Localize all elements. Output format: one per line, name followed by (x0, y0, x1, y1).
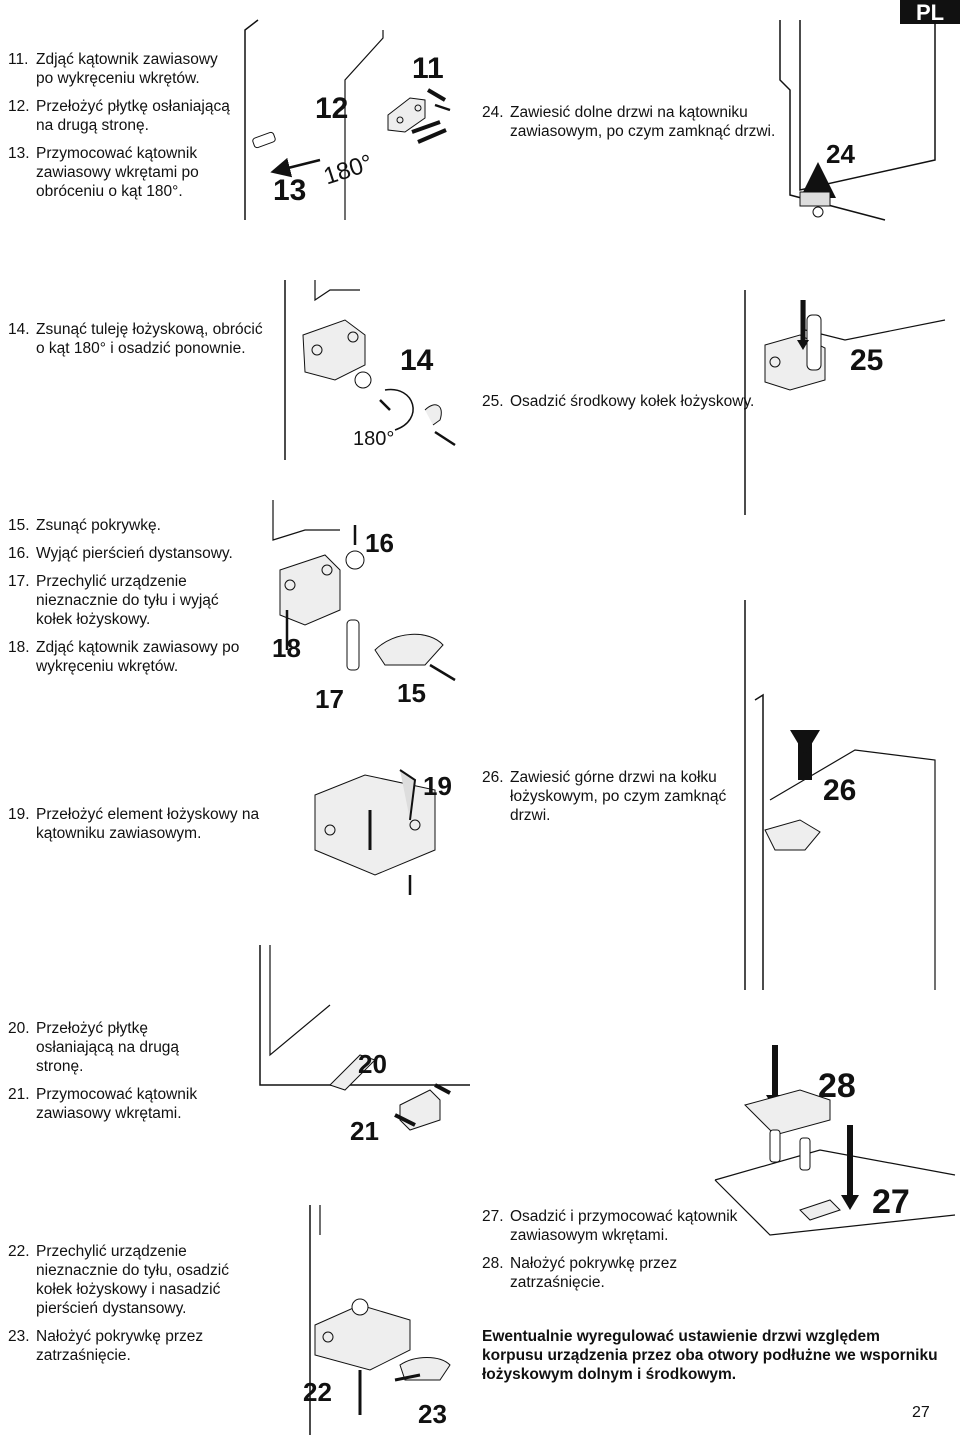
label-22: 22 (303, 1377, 332, 1407)
step-item: 25. Osadzić środkowy kołek łożyskowy. (482, 392, 772, 411)
step-item: 14. Zsunąć tuleję łożyskową, obrócić o ką… (8, 320, 268, 358)
steps-14: 14. Zsunąć tuleję łożyskową, obrócić o ką… (8, 320, 268, 367)
figure-steps-27-28: 28 27 (714, 1045, 956, 1236)
step-text: Zdjąć kątownik zawiasowy po wykręceniu w… (36, 51, 218, 87)
steps-25: 25. Osadzić środkowy kołek łożyskowy. (482, 392, 772, 420)
label-18: 18 (272, 633, 301, 663)
step-item: 27. Osadzić i przymocować kątownik zawias… (482, 1207, 744, 1245)
figure-steps-20-21: 20 21 (259, 945, 470, 1146)
step-item: 15. Zsunąć pokrywkę. (8, 516, 258, 535)
figure-steps-11-13: 11 12 13 180° (244, 19, 451, 220)
step-number: 25. (482, 393, 504, 410)
step-text: Osadzić i przymocować kątownik zawiasowy… (510, 1208, 738, 1244)
step-text: Przymocować kątownik zawiasowy wkrętami … (36, 145, 199, 200)
figure-step-26: 26 (744, 600, 936, 990)
label-angle: 180° (320, 149, 376, 190)
step-number: 28. (482, 1255, 504, 1272)
steps-19: 19. Przełożyć element łożyskowy na kątown… (8, 805, 268, 852)
label-15: 15 (397, 678, 426, 708)
step-text: Przełożyć element łożyskowy na kątowniku… (36, 806, 260, 842)
step-item: 17. Przechylić urządzenie nieznacznie do … (8, 572, 258, 629)
step-item: 12. Przełożyć płytkę osłaniającą na drugą… (8, 97, 236, 135)
step-number: 15. (8, 517, 30, 534)
label-23: 23 (418, 1399, 447, 1429)
steps-26: 26. Zawiesić górne drzwi na kołku łożysko… (482, 768, 752, 834)
step-number: 24. (482, 104, 504, 121)
step-number: 18. (8, 639, 30, 656)
step-text: Zsunąć pokrywkę. (36, 517, 161, 534)
step-number: 14. (8, 321, 30, 338)
label-16: 16 (365, 528, 394, 558)
step-text: Zawiesić górne drzwi na kołku łożyskowym… (510, 769, 727, 824)
step-item: 24. Zawiesić dolne drzwi na kątowniku zaw… (482, 103, 782, 141)
step-item: 16. Wyjąć pierścień dystansowy. (8, 544, 258, 563)
step-text: Przełożyć płytkę osłaniającą na drugą st… (36, 1020, 180, 1075)
step-text: Zsunąć tuleję łożyskową, obrócić o kąt 1… (36, 321, 263, 357)
label-27: 27 (872, 1183, 910, 1221)
figure-step-19: 19 (314, 769, 452, 895)
step-item: 22. Przechylić urządzenie nieznacznie do … (8, 1242, 266, 1318)
figure-step-25: 25 (744, 290, 946, 515)
steps-11-13: 11. Zdjąć kątownik zawiasowy po wykręceni… (8, 50, 236, 210)
step-text: Osadzić środkowy kołek łożyskowy. (510, 393, 755, 410)
steps-15-18: 15. Zsunąć pokrywkę. 16. Wyjąć pierścień dy… (8, 516, 258, 685)
adjustment-note: Ewentualnie wyregulować ustawienie drzwi… (482, 1328, 938, 1383)
step-text: Przechylić urządzenie nieznacznie do tył… (36, 1243, 230, 1317)
label-angle-14: 180° (353, 428, 394, 450)
label-21: 21 (350, 1116, 379, 1146)
label-14: 14 (400, 344, 434, 377)
label-20: 20 (358, 1049, 387, 1079)
step-text: Nałożyć pokrywkę przez zatrzaśnięcie. (510, 1255, 678, 1291)
step-item: 19. Przełożyć element łożyskowy na kątown… (8, 805, 268, 843)
step-number: 12. (8, 98, 30, 115)
label-17: 17 (315, 684, 344, 714)
step-number: 13. (8, 145, 30, 162)
step-number: 27. (482, 1208, 504, 1225)
step-number: 17. (8, 573, 30, 590)
steps-27-28: 27. Osadzić i przymocować kątownik zawias… (482, 1207, 744, 1301)
step-number: 20. (8, 1020, 30, 1037)
step-number: 21. (8, 1086, 30, 1103)
step-text: Przechylić urządzenie nieznacznie do tył… (36, 573, 219, 628)
step-number: 22. (8, 1243, 30, 1260)
steps-22-23: 22. Przechylić urządzenie nieznacznie do … (8, 1242, 266, 1374)
step-item: 13. Przymocować kątownik zawiasowy wkręta… (8, 144, 236, 201)
step-text: Wyjąć pierścień dystansowy. (36, 545, 233, 562)
label-12: 12 (315, 92, 348, 125)
step-number: 26. (482, 769, 504, 786)
label-19: 19 (423, 771, 452, 801)
step-item: 11. Zdjąć kątownik zawiasowy po wykręceni… (8, 50, 236, 88)
label-24: 24 (826, 139, 855, 169)
steps-24: 24. Zawiesić dolne drzwi na kątowniku zaw… (482, 103, 782, 150)
step-item: 26. Zawiesić górne drzwi na kołku łożysko… (482, 768, 752, 825)
step-number: 16. (8, 545, 30, 562)
page-number: 27 (912, 1404, 930, 1421)
step-number: 19. (8, 806, 30, 823)
step-item: 28. Nałożyć pokrywkę przez zatrzaśnięcie. (482, 1254, 744, 1292)
label-25: 25 (850, 344, 883, 377)
label-26: 26 (823, 774, 856, 807)
step-item: 21. Przymocować kątownik zawiasowy wkręta… (8, 1085, 228, 1123)
step-text: Przełożyć płytkę osłaniającą na drugą st… (36, 98, 230, 134)
figure-step-14: 14 180° (284, 280, 456, 460)
figure-steps-22-23: 22 23 (303, 1205, 451, 1435)
step-text: Zawiesić dolne drzwi na kątowniku zawias… (510, 104, 776, 140)
language-tab: PL (900, 0, 960, 25)
figure-steps-15-18: 16 18 17 15 (272, 500, 456, 714)
step-text: Zdjąć kątownik zawiasowy po wykręceniu w… (36, 639, 240, 675)
step-text: Nałożyć pokrywkę przez zatrzaśnięcie. (36, 1328, 204, 1364)
step-text: Przymocować kątownik zawiasowy wkrętami. (36, 1086, 198, 1122)
step-item: 18. Zdjąć kątownik zawiasowy po wykręceni… (8, 638, 258, 676)
step-number: 23. (8, 1328, 30, 1345)
figure-step-24: 24 (779, 20, 936, 221)
step-number: 11. (8, 51, 29, 68)
label-11: 11 (412, 52, 444, 85)
steps-20-21: 20. Przełożyć płytkę osłaniającą na drugą… (8, 1019, 228, 1132)
label-13: 13 (273, 174, 306, 207)
label-28: 28 (818, 1067, 856, 1105)
step-item: 20. Przełożyć płytkę osłaniającą na drugą… (8, 1019, 228, 1076)
step-item: 23. Nałożyć pokrywkę przez zatrzaśnięcie. (8, 1327, 266, 1365)
